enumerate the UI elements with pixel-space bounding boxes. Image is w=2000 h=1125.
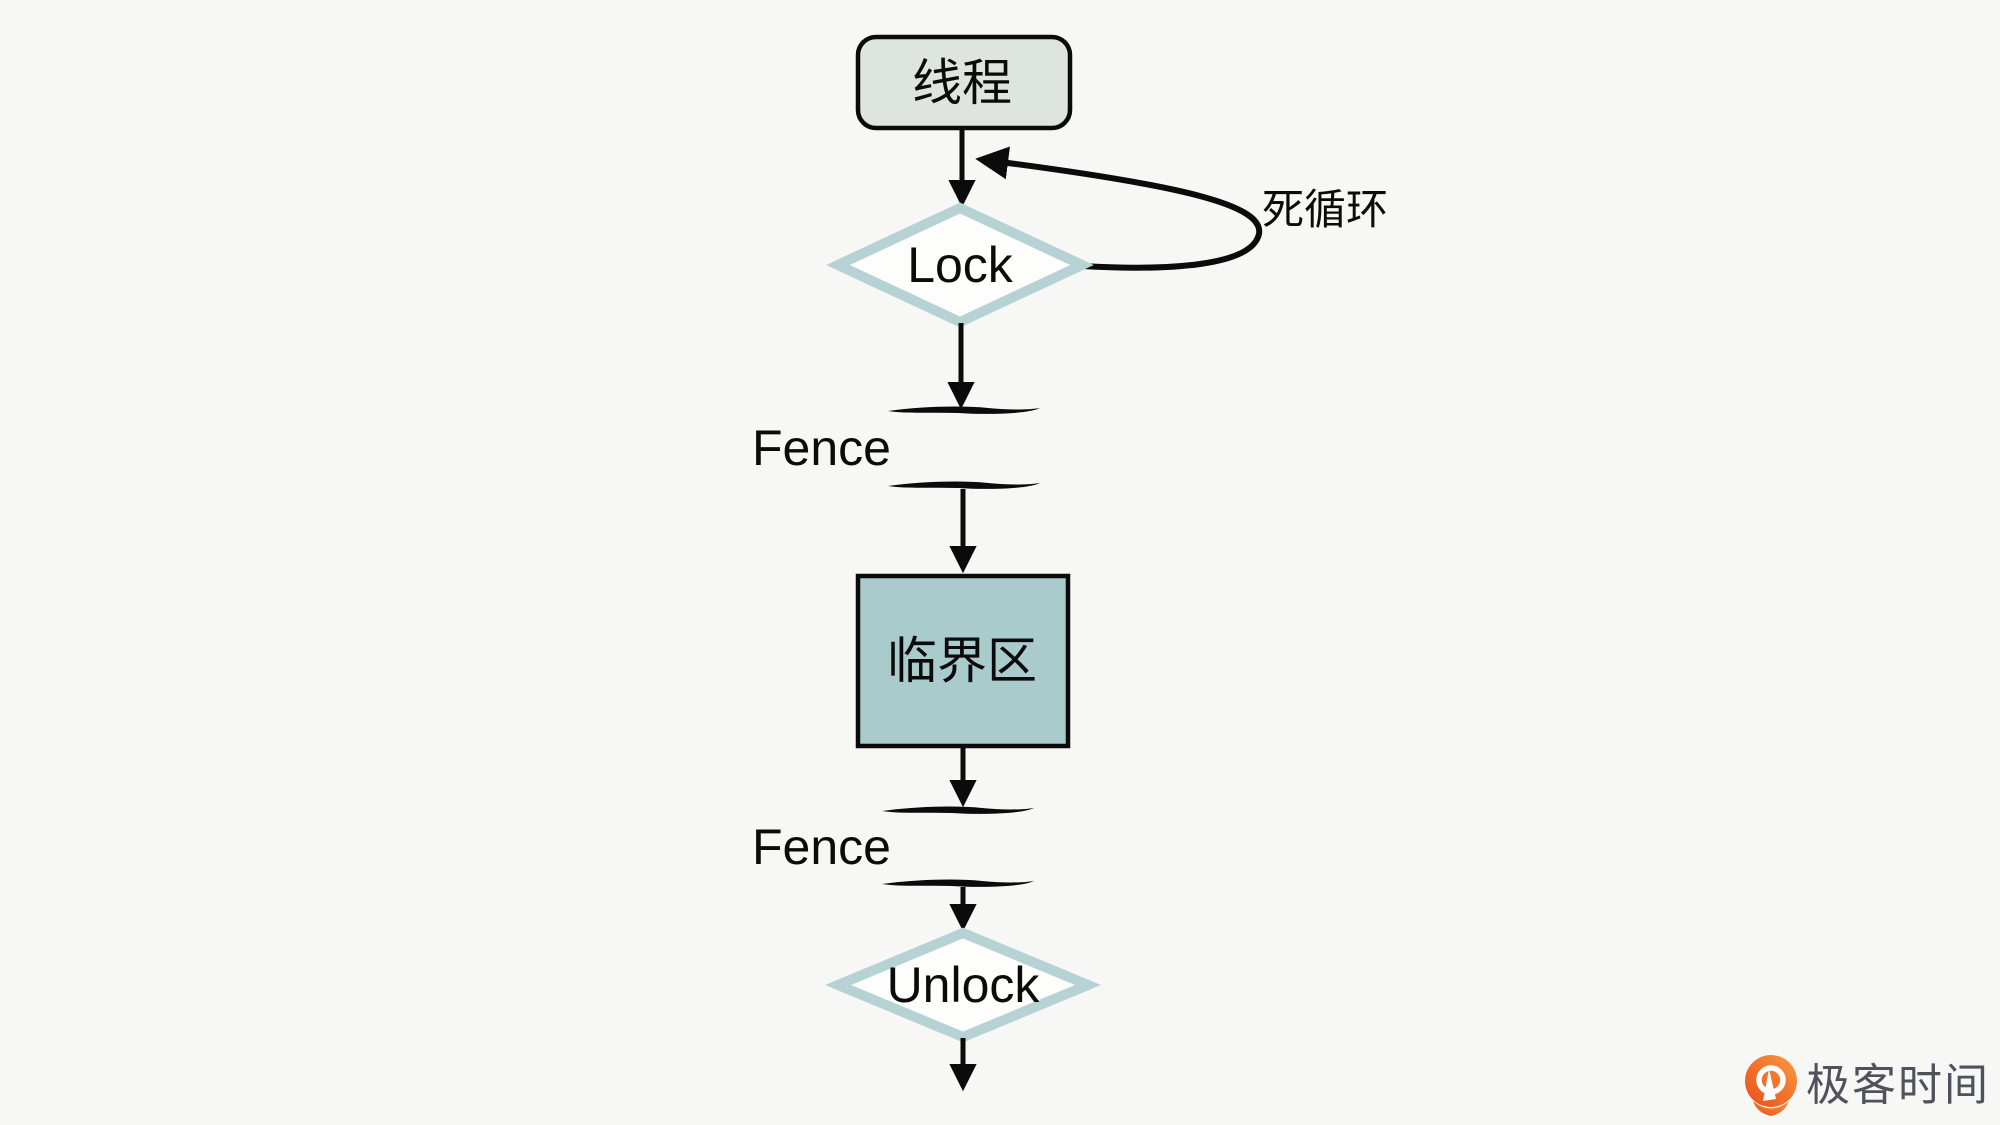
unlock-diamond	[824, 927, 1102, 1043]
loop-label: 死循环	[1262, 186, 1388, 233]
lock-diamond	[826, 202, 1094, 328]
critical-section-node	[855, 573, 1071, 749]
fence-top-upper-line	[888, 406, 1040, 414]
geektime-logo-text: 极客时间	[1806, 1061, 1990, 1110]
fence-bottom-lower-line	[882, 879, 1034, 887]
fence-top-label: Fence	[752, 420, 891, 476]
fence-bottom-upper-line	[882, 806, 1034, 814]
geektime-logo: 极客时间	[1745, 1055, 1990, 1116]
critical-section-label: 临界区	[887, 633, 1037, 689]
thread-label: 线程	[912, 55, 1012, 111]
geektime-logo-icon	[1745, 1055, 1797, 1116]
fence-bottom-label: Fence	[752, 819, 891, 875]
loop-arrow	[975, 146, 1263, 271]
fence-top-lower-line	[888, 481, 1040, 489]
unlock-label: Unlock	[887, 957, 1041, 1013]
lock-label: Lock	[907, 237, 1014, 293]
